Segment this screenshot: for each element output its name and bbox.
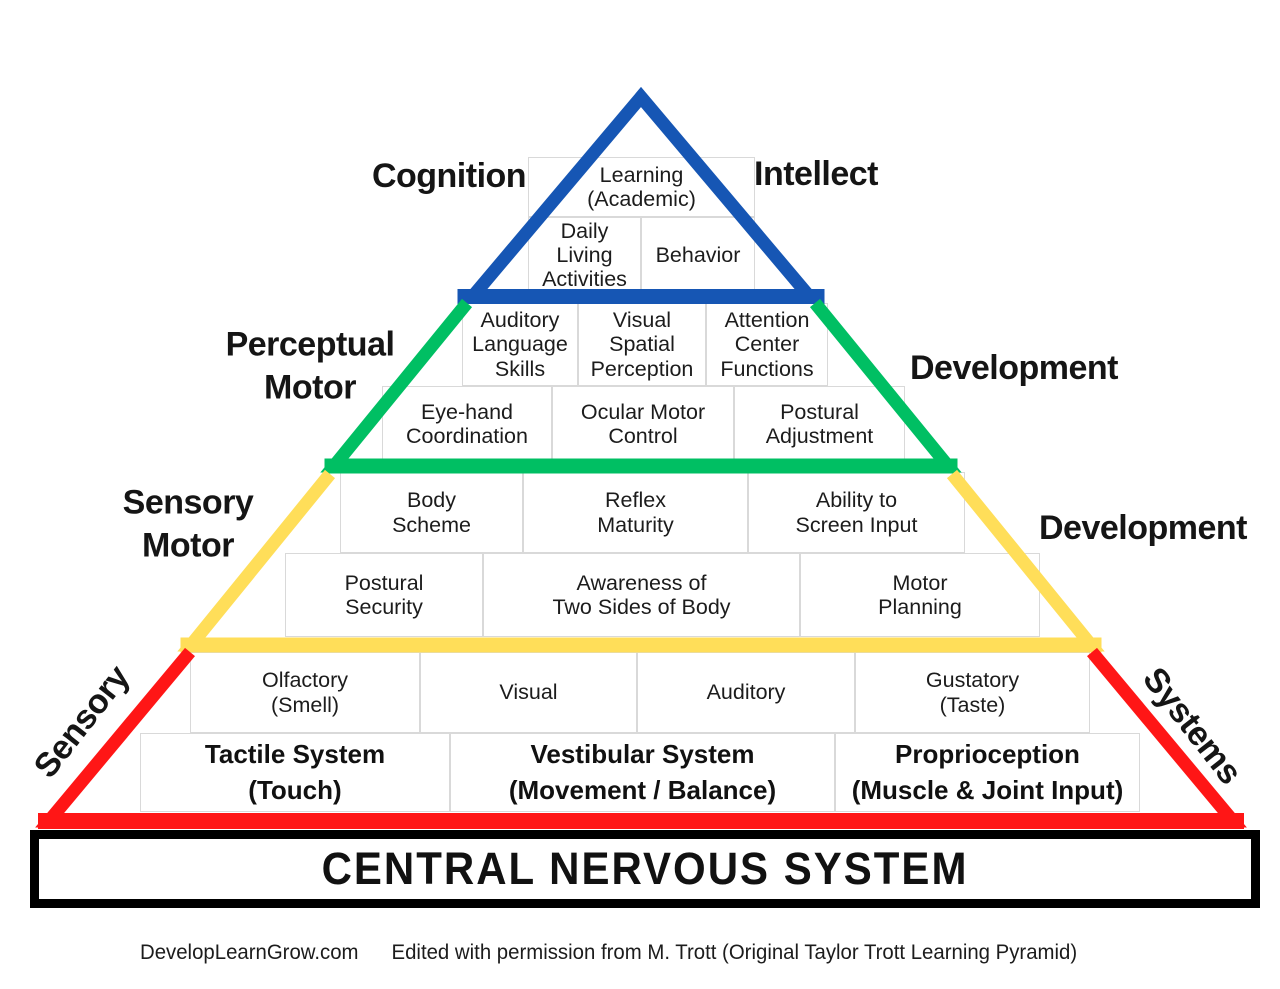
cell-ocular-motor-control: Ocular Motor Control xyxy=(552,386,734,462)
footer-permission-credit: Edited with permission from M. Trott (Or… xyxy=(391,941,1078,964)
cell-reflex-maturity: Reflex Maturity xyxy=(523,472,748,553)
cell-ability-to-screen-input: Ability to Screen Input xyxy=(748,472,965,553)
footer-credits: DevelopLearnGrow.com Edited with permiss… xyxy=(140,941,1077,965)
cell-behavior: Behavior xyxy=(641,217,755,293)
cell-eye-hand-coordination: Eye-hand Coordination xyxy=(382,386,552,462)
cell-learning-academic: Learning (Academic) xyxy=(528,157,755,217)
cell-postural-security: Postural Security xyxy=(285,553,483,637)
cell-body-scheme: Body Scheme xyxy=(340,472,523,553)
cell-olfactory-smell: Olfactory (Smell) xyxy=(190,652,420,733)
cell-attention-center-functions: Attention Center Functions xyxy=(706,303,828,386)
central-nervous-system-box: CENTRAL NERVOUS SYSTEM xyxy=(30,830,1260,908)
cell-tactile-system: Tactile System (Touch) xyxy=(140,733,450,812)
cell-visual: Visual xyxy=(420,652,637,733)
label-cognition: Cognition xyxy=(371,156,527,195)
central-nervous-system-title: CENTRAL NERVOUS SYSTEM xyxy=(321,843,969,894)
cell-vestibular-system: Vestibular System (Movement / Balance) xyxy=(450,733,835,812)
cell-visual-spatial-perception: Visual Spatial Perception xyxy=(578,303,706,386)
cell-daily-living-activities: Daily Living Activities xyxy=(528,217,641,293)
label-perceptual-motor: Perceptual Motor xyxy=(225,325,395,407)
cell-postural-adjustment: Postural Adjustment xyxy=(734,386,905,462)
label-systems-rotated: Systems xyxy=(1135,660,1250,792)
label-development-perceptual: Development xyxy=(910,348,1119,387)
cell-motor-planning: Motor Planning xyxy=(800,553,1040,637)
cell-awareness-two-sides: Awareness of Two Sides of Body xyxy=(483,553,800,637)
cell-gustatory-taste: Gustatory (Taste) xyxy=(855,652,1090,733)
footer-site-name: DevelopLearnGrow.com xyxy=(140,941,359,964)
label-sensory-motor: Sensory Motor xyxy=(122,483,254,565)
cell-proprioception: Proprioception (Muscle & Joint Input) xyxy=(835,733,1140,812)
label-sensory-rotated: Sensory xyxy=(26,658,138,786)
cell-auditory: Auditory xyxy=(637,652,855,733)
label-development-sensory: Development xyxy=(1039,508,1248,547)
label-intellect: Intellect xyxy=(754,154,878,193)
cell-auditory-language-skills: Auditory Language Skills xyxy=(462,303,578,386)
